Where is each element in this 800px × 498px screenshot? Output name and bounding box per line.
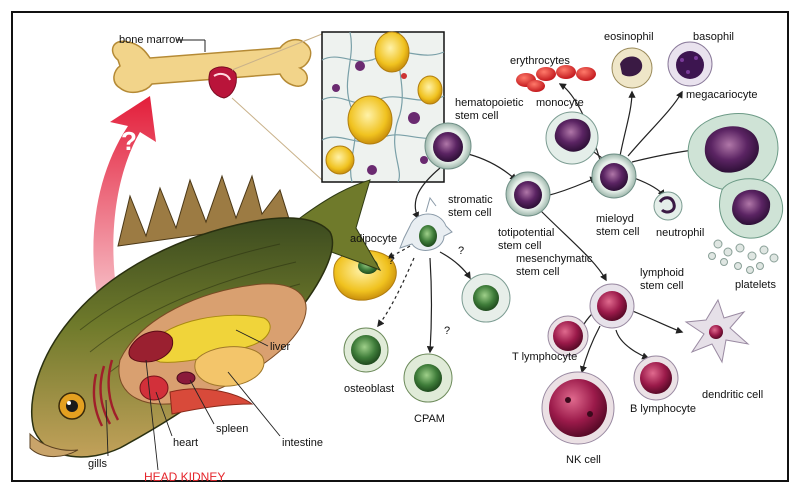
label-stromatic-1: stromatic [448,194,493,206]
label-b-lymphocyte: B lymphocyte [630,403,696,415]
label-intestine: intestine [282,437,323,449]
label-head-kidney: HEAD KIDNEY [144,470,225,484]
b-lymphocyte-cell [634,356,678,400]
label-osteoblast: osteoblast [344,383,394,395]
label-basophil: basophil [693,31,734,43]
nk-cell [542,372,614,444]
label-mieloyd-1: mieloyd [596,213,634,225]
label-t-lymphocyte: T lymphocyte [512,351,577,363]
eosinophil-cell [612,48,652,88]
totipotential-stem-cell [506,172,550,216]
label-question-cpam: ? [444,325,450,337]
label-neutrophil: neutrophil [656,227,704,239]
label-megacariocyte: megacariocyte [686,89,758,101]
label-monocyte: monocyte [536,97,584,109]
label-liver: liver [270,341,291,353]
mesenchymatic-stem-cell [462,274,510,322]
label-totipotential-2: stem cell [498,240,541,252]
basophil-cell [668,42,712,86]
marrow-inset [322,32,444,182]
label-cpam: CPAM [414,413,445,425]
neutrophil-cell [654,192,682,220]
label-lymphoid-2: stem cell [640,280,683,292]
mieloyd-stem-cell [592,154,636,198]
label-mesenchymatic-1: mesenchymatic [516,253,593,265]
question-mark-icon: ? [121,126,137,156]
label-gills: gills [88,458,107,470]
label-heart: heart [173,437,198,449]
label-eosinophil: eosinophil [604,31,654,43]
label-dendritic-cell: dendritic cell [702,389,763,401]
label-mieloyd-2: stem cell [596,226,639,238]
label-spleen: spleen [216,423,248,435]
osteoblast-cell [344,328,388,372]
lymphoid-stem-cell [590,284,634,328]
label-lymphoid-1: lymphoid [640,267,684,279]
hematopoietic-stem-cell [425,123,471,169]
label-question-adipocyte: ? [388,255,394,267]
label-hematopoietic-1: hematopoietic [455,97,524,109]
label-nk-cell: NK cell [566,454,601,466]
label-totipotential-1: totipotential [498,227,554,239]
label-erythrocytes: erythrocytes [510,55,570,67]
label-hematopoietic-2: stem cell [455,110,498,122]
label-adipocyte: adipocyte [350,233,397,245]
label-bone-marrow: bone marrow [119,34,183,46]
monocyte-cell [546,112,598,164]
label-question-stromatic: ? [458,245,464,257]
label-platelets: platelets [735,279,776,291]
label-stromatic-2: stem cell [448,207,491,219]
label-mesenchymatic-2: stem cell [516,266,559,278]
t-lymphocyte-cell [548,316,588,356]
cpam-cell [404,354,452,402]
